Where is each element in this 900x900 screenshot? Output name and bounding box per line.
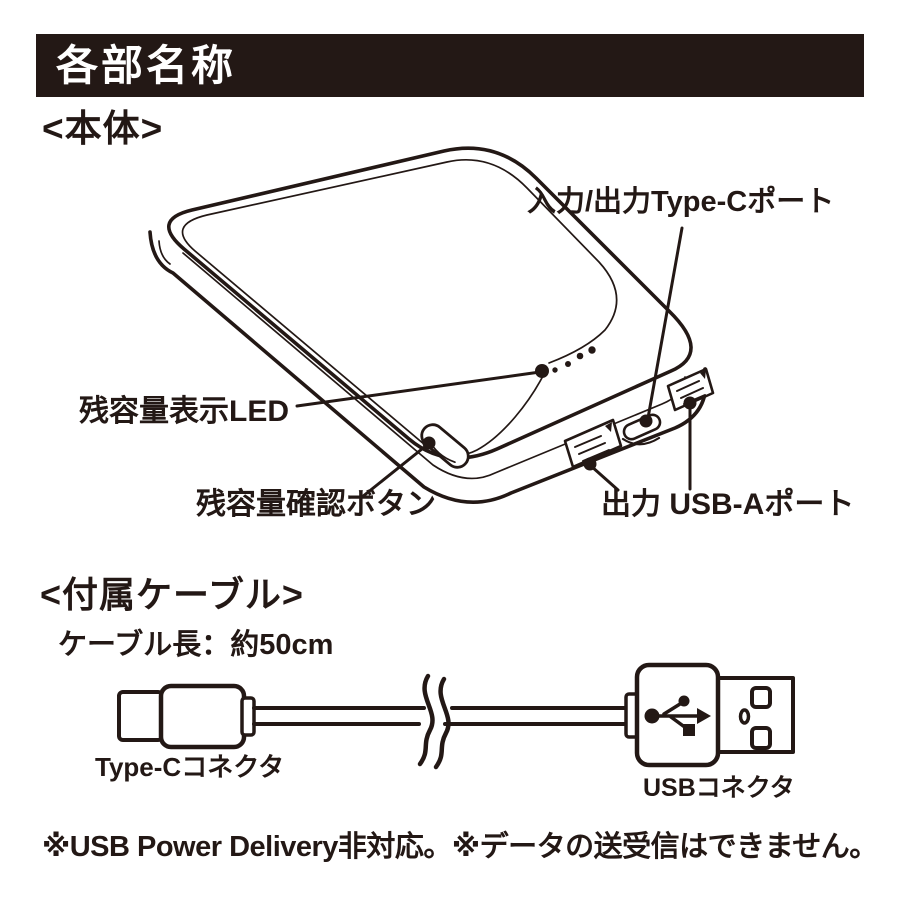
callout-lines bbox=[295, 226, 692, 499]
label-battery-led: 残容量表示LED bbox=[79, 395, 289, 428]
usb-connector-drawing bbox=[624, 662, 795, 768]
callout-line-usb-a-lower bbox=[589, 464, 620, 492]
section-title-body: <本体> bbox=[42, 108, 164, 149]
label-usb-connector: USBコネクタ bbox=[643, 774, 795, 802]
usb-trident-icon bbox=[644, 695, 711, 736]
callout-dot-usb-a-lower bbox=[583, 457, 597, 471]
power-bank-left-cap-accent bbox=[158, 240, 171, 265]
power-bank-top-face-inner bbox=[181, 158, 618, 457]
callout-line-led bbox=[295, 370, 542, 408]
label-type-c-connector: Type-Cコネクタ bbox=[95, 752, 285, 782]
page-title: 各部名称 bbox=[56, 41, 237, 89]
power-bank-top-face bbox=[167, 146, 693, 460]
callout-line-type-c bbox=[646, 226, 684, 420]
callout-dot-led bbox=[535, 364, 549, 378]
section-title-cable: <付属ケーブル> bbox=[40, 574, 304, 615]
callout-dot-button bbox=[422, 436, 436, 450]
callout-line-button bbox=[360, 443, 429, 499]
cable-break-squiggle bbox=[417, 673, 451, 770]
label-usb-a-port: 出力 USB-Aポート bbox=[601, 488, 855, 521]
power-bank-illustration bbox=[148, 146, 715, 504]
type-c-connector-drawing bbox=[117, 683, 256, 750]
label-type-c-port: 入力/出力Type-Cポート bbox=[527, 186, 835, 218]
label-cable-length: ケーブル長：約50cm bbox=[58, 629, 334, 661]
power-bank-side-silhouette bbox=[148, 230, 708, 504]
callout-dot-usb-a-upper bbox=[683, 396, 697, 410]
cable-illustration bbox=[117, 662, 795, 770]
callout-dots bbox=[422, 364, 697, 471]
cable-lines bbox=[252, 706, 628, 726]
callout-dot-type-c bbox=[639, 414, 653, 428]
footnote: ※USB Power Delivery非対応。※データの送受信はできません。 bbox=[42, 831, 878, 863]
battery-led-dots bbox=[552, 346, 596, 373]
header-bar: 各部名称 bbox=[36, 34, 864, 97]
label-battery-check-button: 残容量確認ボタン bbox=[196, 488, 436, 521]
